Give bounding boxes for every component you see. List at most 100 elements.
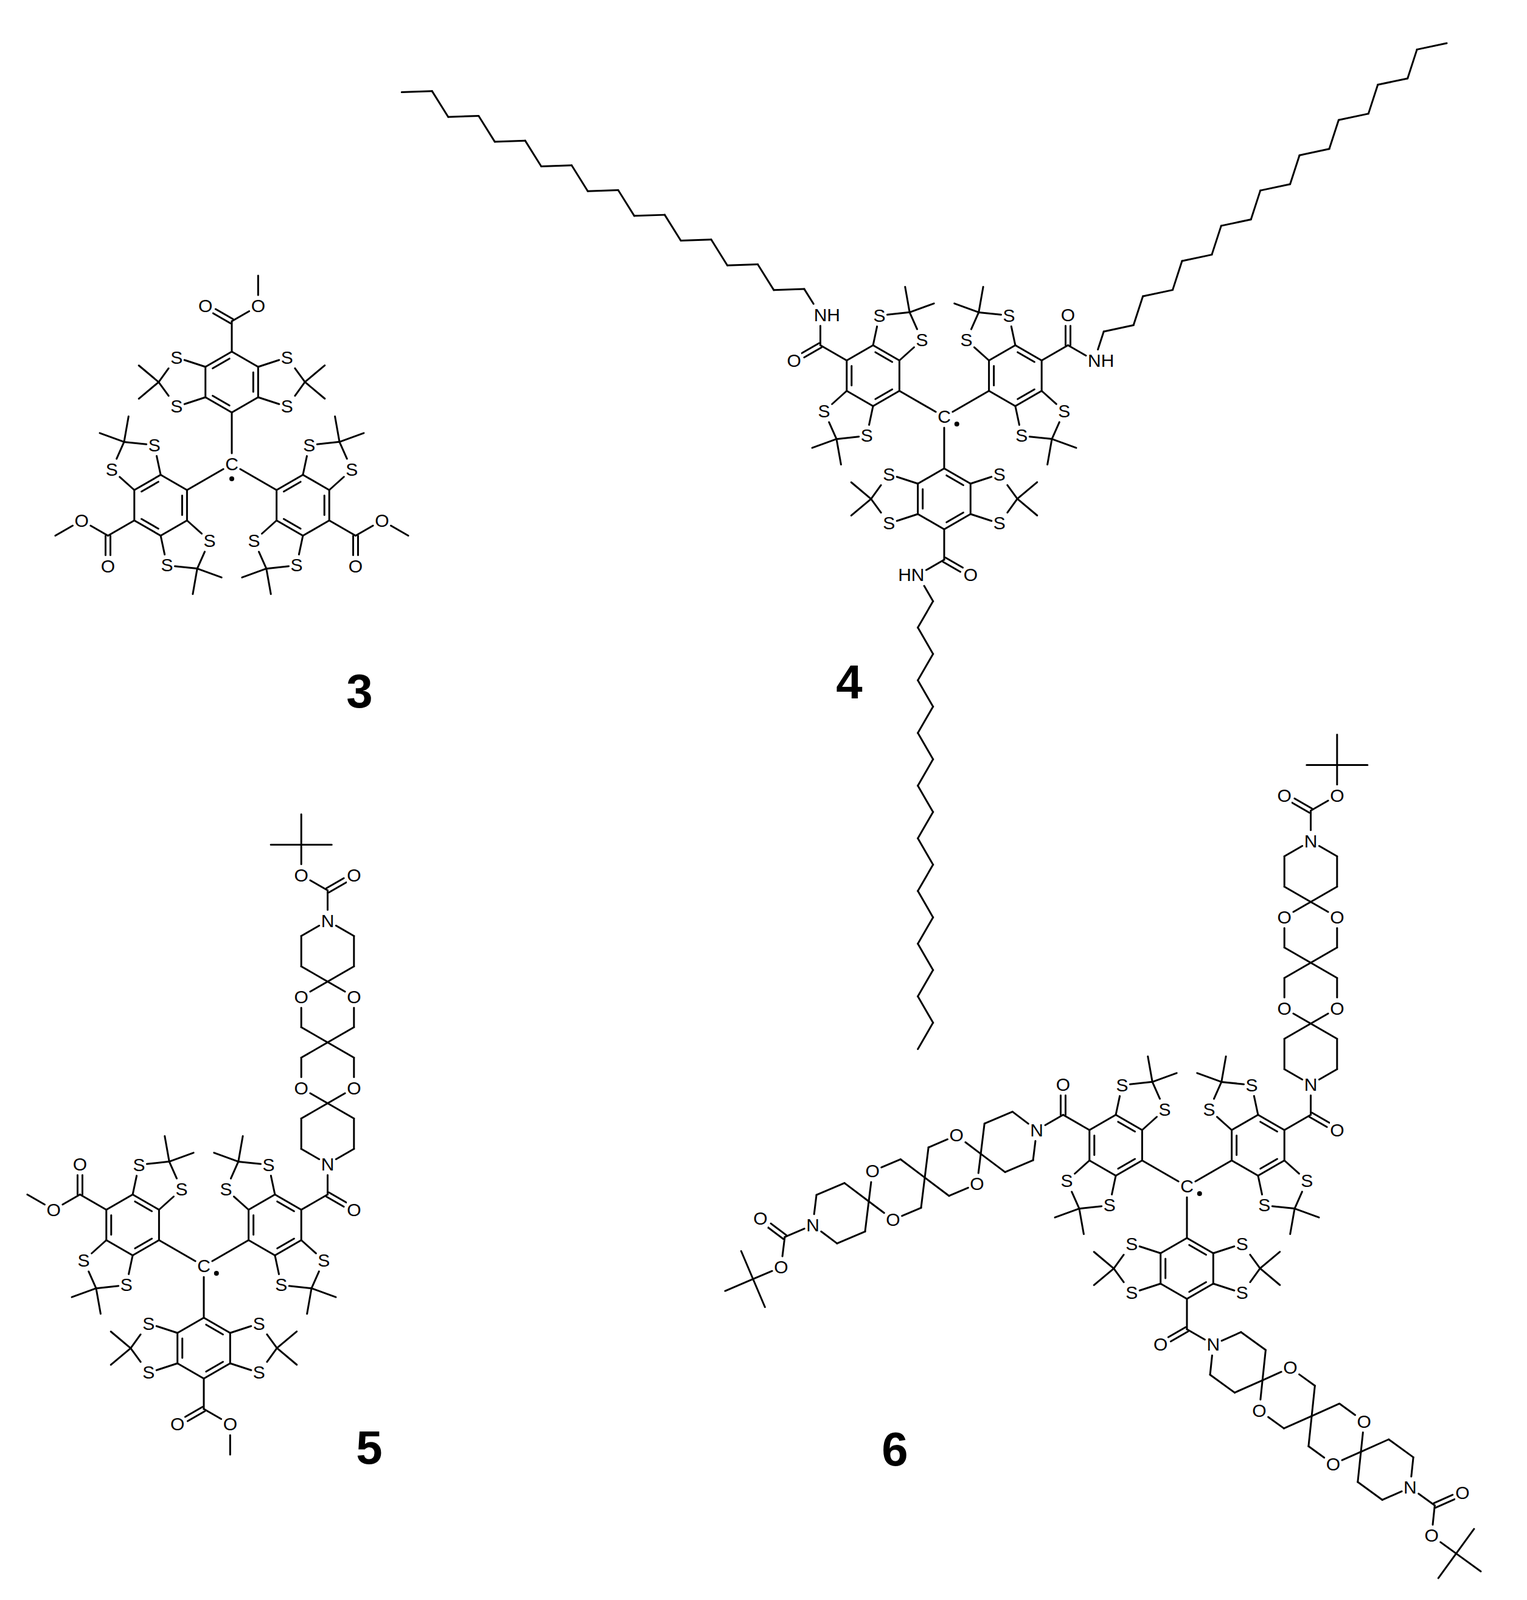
atom-label: S xyxy=(160,556,173,575)
bond-line xyxy=(327,1093,346,1104)
bond-line xyxy=(1309,1116,1328,1128)
bond-line xyxy=(329,476,344,491)
bond-line xyxy=(820,345,847,361)
atom-label: O xyxy=(348,557,363,576)
bond-line xyxy=(327,966,355,982)
bond-line xyxy=(62,1194,81,1206)
bond-line xyxy=(1118,1158,1136,1169)
bond-line xyxy=(844,1183,869,1202)
bond-line xyxy=(277,1201,295,1212)
bond-line xyxy=(1231,1115,1259,1131)
atom-label: O xyxy=(294,866,309,885)
bond-line xyxy=(329,882,347,893)
atom-label-holder: O xyxy=(1329,999,1344,1018)
bond-line xyxy=(1221,1081,1245,1085)
bond-line xyxy=(310,880,328,891)
bond-line xyxy=(753,1278,766,1307)
atom-label-holder: O xyxy=(1277,908,1292,927)
atom-label: HN xyxy=(897,565,925,585)
bond-line xyxy=(230,1161,238,1179)
bond-line xyxy=(270,843,302,846)
atom-label-holder: S xyxy=(1236,1234,1249,1254)
atom-label: S xyxy=(142,1314,155,1333)
bond-line xyxy=(918,785,934,812)
bond-line xyxy=(921,1177,925,1209)
bond-line xyxy=(767,1227,783,1239)
bond-line xyxy=(899,347,914,361)
bond-line xyxy=(1141,1160,1179,1183)
atom-label-holder: O xyxy=(1056,1075,1071,1094)
atom-label: N xyxy=(321,1155,335,1174)
bond-line xyxy=(1040,360,1043,392)
bond-line xyxy=(1318,845,1337,856)
bond-line xyxy=(295,368,305,383)
bond-line xyxy=(1234,1380,1263,1393)
bond-line xyxy=(1168,1327,1186,1338)
atom-label-holder: S xyxy=(281,348,294,367)
bond-line xyxy=(801,343,820,354)
bond-line xyxy=(158,1196,174,1211)
bond-line xyxy=(146,1161,170,1164)
bond-line xyxy=(177,1363,204,1379)
bond-line xyxy=(307,1288,312,1315)
bond-line xyxy=(1335,1039,1338,1070)
atom-label: S xyxy=(1125,1283,1138,1302)
bond-line xyxy=(1213,1283,1235,1291)
bond-line xyxy=(832,391,847,405)
bond-line xyxy=(918,838,934,865)
bond-line xyxy=(311,1271,319,1289)
bond-line xyxy=(355,525,374,536)
bond-line xyxy=(816,1183,845,1196)
bond-line xyxy=(130,1334,141,1349)
bond-line xyxy=(310,981,328,993)
bond-line xyxy=(1231,1160,1259,1176)
atom-label-holder: O xyxy=(1283,1358,1298,1377)
bond-line xyxy=(141,481,159,492)
bond-line xyxy=(431,91,448,117)
bond-line xyxy=(1071,1191,1080,1209)
bond-line xyxy=(978,287,984,313)
bond-line xyxy=(301,1149,319,1160)
bond-line xyxy=(634,214,665,216)
bond-line xyxy=(1284,1069,1302,1080)
bond-line xyxy=(1098,331,1105,350)
bond-line xyxy=(229,1326,251,1333)
bond-line xyxy=(980,1154,1006,1173)
atom-label: S xyxy=(1125,1234,1138,1254)
atom-label: S xyxy=(170,397,183,416)
atom-label: S xyxy=(175,1180,188,1199)
bond-line xyxy=(868,1201,884,1214)
bond-line xyxy=(91,1240,107,1254)
bond-line xyxy=(869,406,874,426)
bond-line xyxy=(918,627,934,654)
bond-line xyxy=(1318,1069,1337,1080)
bond-line xyxy=(1220,219,1251,226)
bond-line xyxy=(1293,1013,1312,1024)
atom-label-holder: S xyxy=(1015,426,1028,445)
bond-line xyxy=(1186,1298,1189,1330)
bond-line xyxy=(812,439,837,449)
bond-line xyxy=(850,366,853,386)
bond-line xyxy=(304,365,325,383)
atom-label: S xyxy=(105,460,119,479)
bond-line xyxy=(1216,1116,1232,1131)
bond-line xyxy=(238,1161,261,1164)
atom-label-holder: O xyxy=(74,511,89,530)
atom-label-holder: S xyxy=(253,1314,266,1333)
radical-dot xyxy=(229,476,235,482)
bond-line xyxy=(1440,1542,1457,1554)
atom-label: N xyxy=(1403,1478,1417,1497)
bond-line xyxy=(1311,1403,1340,1416)
bond-line xyxy=(1360,1439,1389,1452)
bond-line xyxy=(1118,1121,1136,1132)
atom-label-holder: S xyxy=(262,1155,275,1175)
bond-line xyxy=(79,1194,106,1211)
atom-label: O xyxy=(1455,1483,1470,1503)
bond-line xyxy=(1007,498,1018,513)
bond-line xyxy=(176,1332,179,1364)
atom-label-holder: O xyxy=(1329,786,1344,805)
atom-label: S xyxy=(142,1363,155,1382)
bond-line xyxy=(970,476,992,484)
atom-label: O xyxy=(294,1079,309,1098)
atom-label-holder: NH xyxy=(813,306,841,325)
